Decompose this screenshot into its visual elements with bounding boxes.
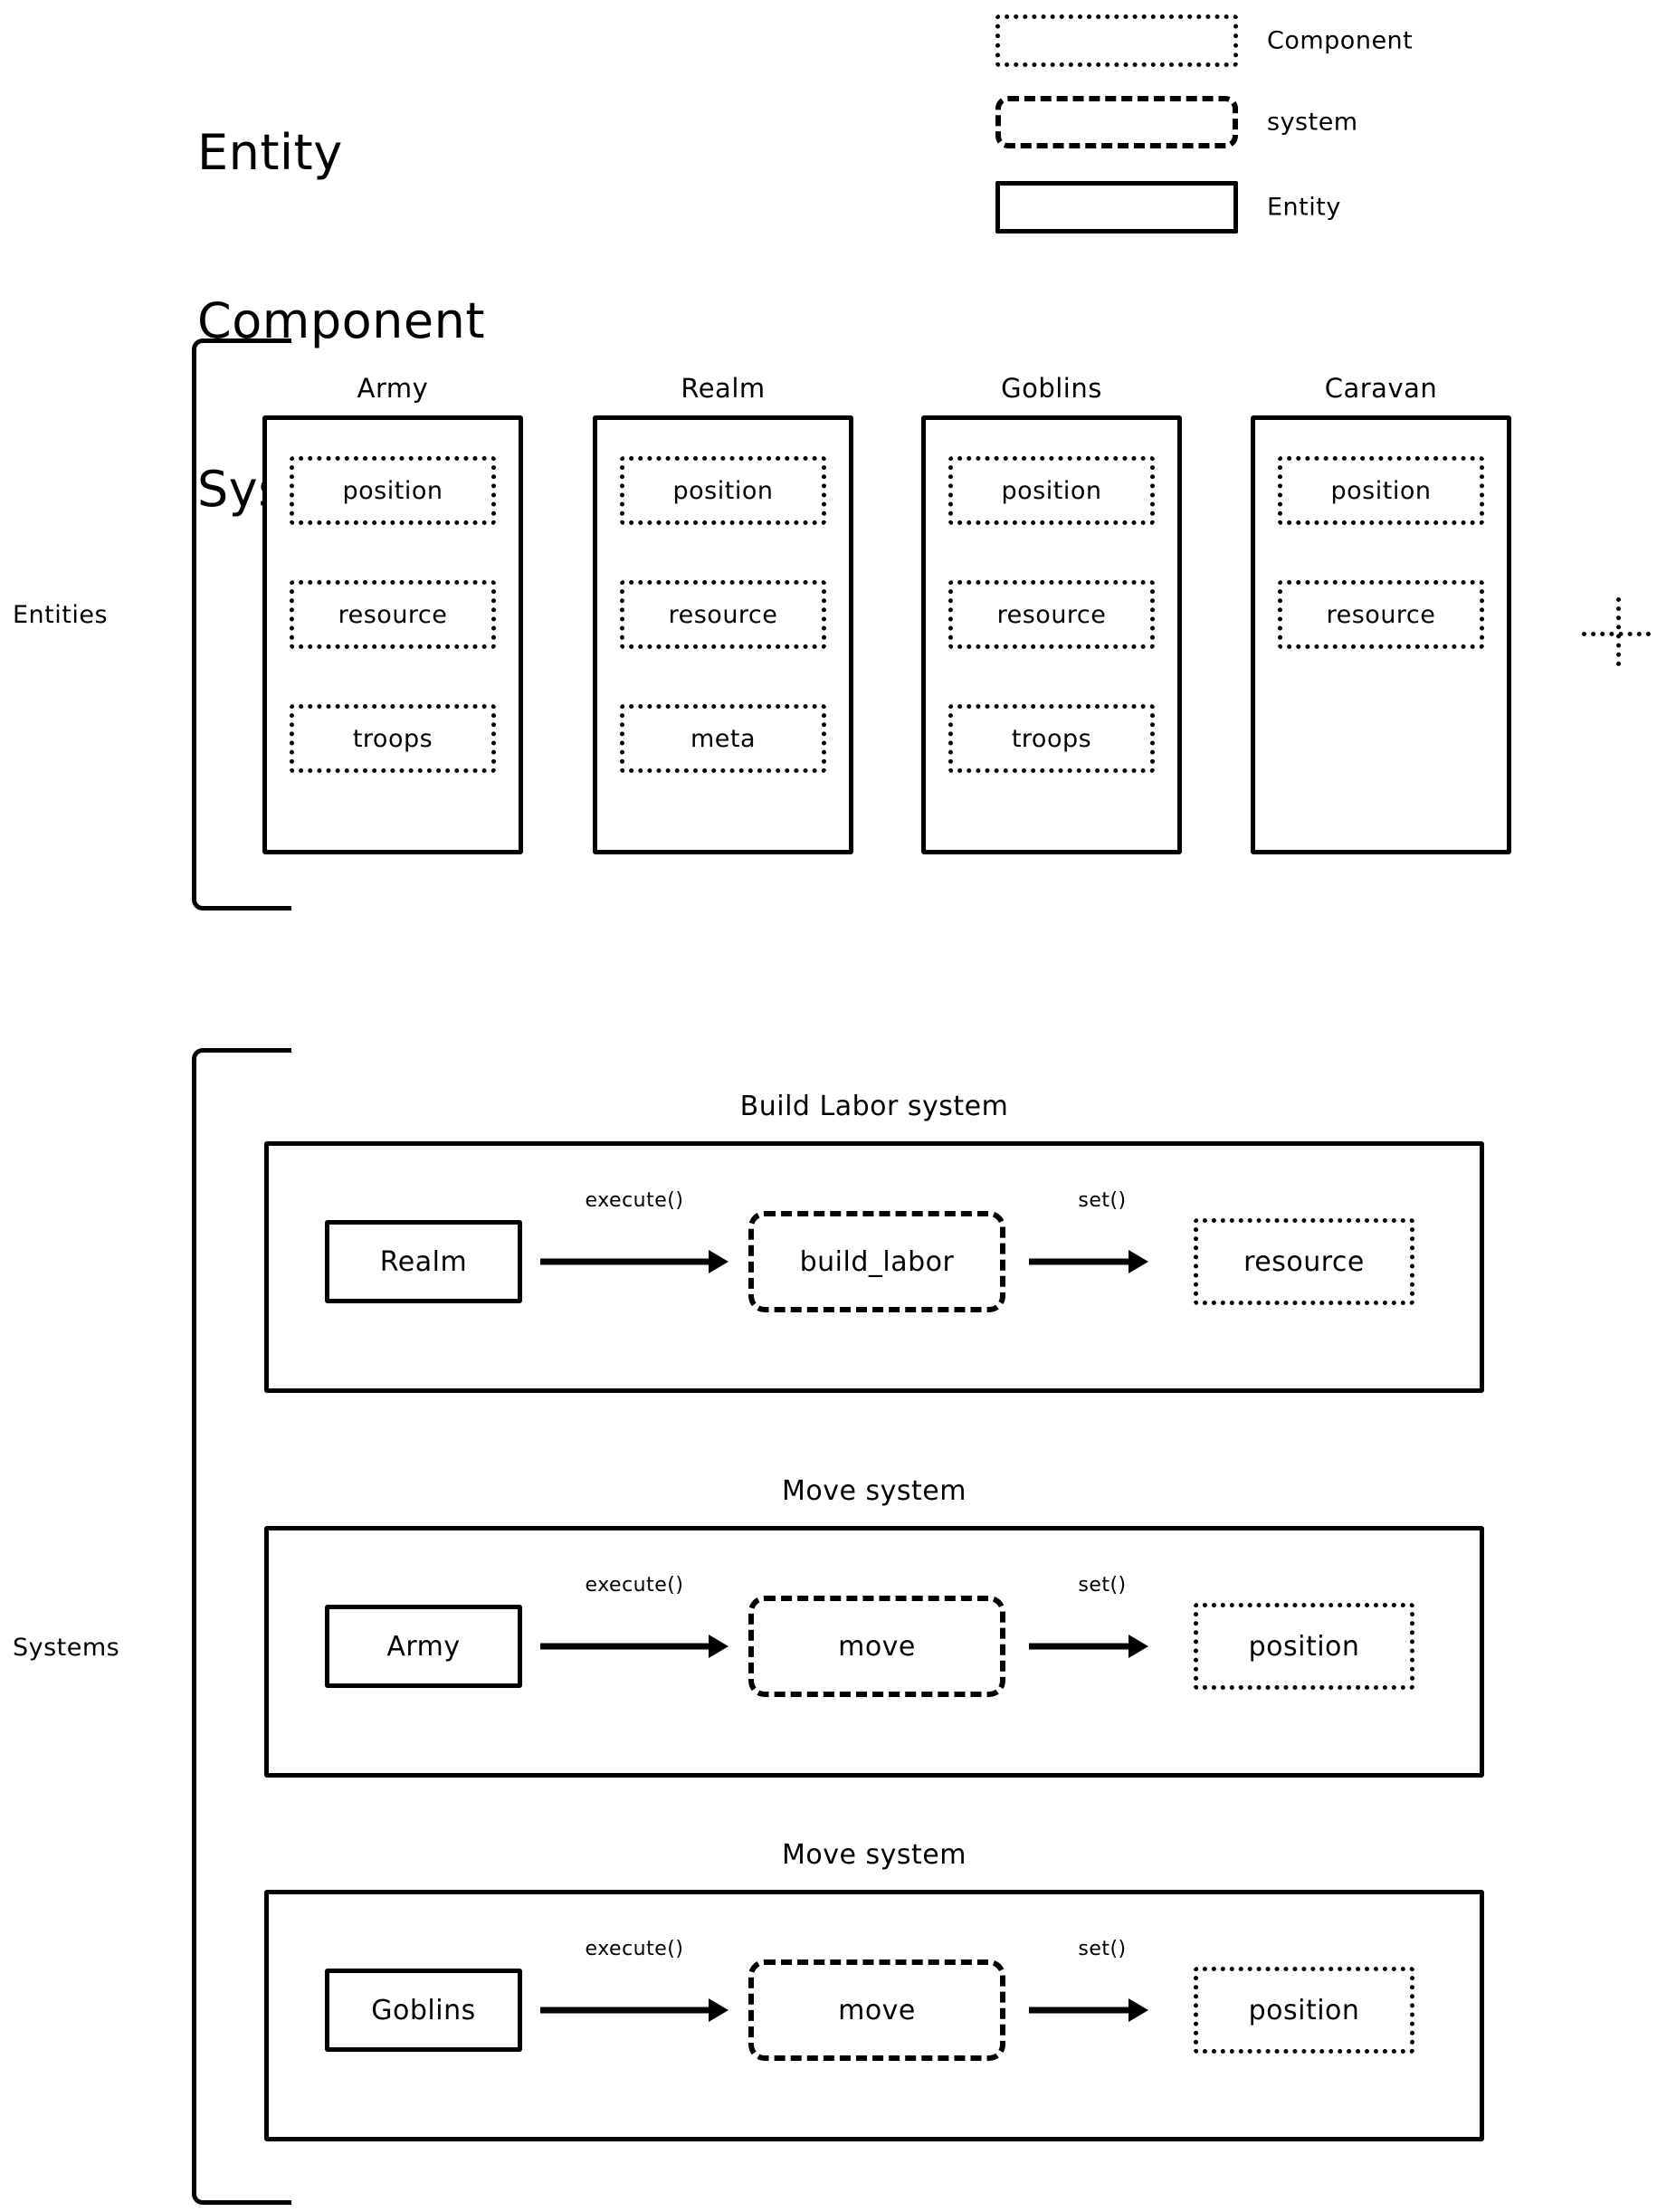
system-group-move-goblins: Move system Goblins execute() move set()…: [264, 1839, 1484, 2156]
systems-section-label: Systems: [13, 1634, 120, 1662]
arrow-shaft: [1029, 1643, 1128, 1650]
component-goblins-resource: resource: [948, 580, 1155, 649]
system-entity-goblins: Goblins: [325, 1969, 522, 2052]
system-component-position-army: position: [1194, 1603, 1414, 1690]
page-title-line-1: Entity: [197, 124, 343, 181]
legend-label-component: Component: [1267, 26, 1414, 55]
more-entities-cross-icon: [1582, 597, 1651, 666]
component-army-troops: troops: [290, 704, 496, 773]
component-army-resource: resource: [290, 580, 496, 649]
system-node-move-army: move: [748, 1596, 1005, 1697]
legend-label-entity: Entity: [1267, 193, 1341, 222]
component-realm-resource: resource: [620, 580, 826, 649]
entity-swatch-icon: [995, 181, 1238, 234]
system-group-move-army: Move system Army execute() move set() po…: [264, 1475, 1484, 1792]
arrow-shaft: [1029, 2007, 1128, 2014]
arrow-shaft: [540, 1258, 709, 1265]
arrow-label-set-move-goblins: set(): [1078, 1938, 1127, 1960]
arrow-head: [709, 1250, 729, 1273]
component-realm-position: position: [620, 456, 826, 525]
system-swatch-icon: [995, 96, 1238, 148]
legend-label-system: system: [1267, 108, 1358, 137]
arrow-shaft: [1029, 1258, 1128, 1265]
arrow-label-set-move-army: set(): [1078, 1574, 1127, 1597]
system-frame-move-army: Army execute() move set() position: [264, 1526, 1484, 1778]
component-caravan-resource: resource: [1278, 580, 1484, 649]
system-entity-realm: Realm: [325, 1220, 522, 1303]
entity-title-realm: Realm: [681, 373, 766, 404]
component-goblins-position: position: [948, 456, 1155, 525]
component-army-position: position: [290, 456, 496, 525]
entity-box-army: position resource troops: [262, 415, 523, 854]
legend-item-entity: Entity: [995, 181, 1538, 234]
system-title-move-army: Move system: [782, 1475, 967, 1507]
more-entities-cross-vertical: [1616, 597, 1621, 666]
entities-bracket: [192, 338, 291, 911]
arrow-set-build-labor: set(): [1029, 1189, 1176, 1303]
arrow-label-execute-build-labor: execute(): [585, 1189, 684, 1212]
system-frame-move-goblins: Goblins execute() move set() position: [264, 1890, 1484, 2141]
arrow-set-move-goblins: set(): [1029, 1938, 1176, 2052]
arrow-shaft: [540, 2007, 709, 2014]
legend-item-system: system: [995, 96, 1538, 148]
systems-bracket: [192, 1048, 291, 2205]
system-component-position-goblins: position: [1194, 1967, 1414, 2054]
entity-card-caravan: Caravan position resource: [1251, 373, 1511, 862]
legend-item-component: Component: [995, 14, 1538, 67]
arrow-label-execute-move-goblins: execute(): [585, 1938, 684, 1960]
system-node-build-labor: build_labor: [748, 1211, 1005, 1312]
entity-title-army: Army: [357, 373, 429, 404]
entity-card-goblins: Goblins position resource troops: [921, 373, 1182, 862]
arrow-head: [1128, 1635, 1148, 1658]
arrow-label-execute-move-army: execute(): [585, 1574, 684, 1597]
entity-card-army: Army position resource troops: [262, 373, 523, 862]
component-realm-meta: meta: [620, 704, 826, 773]
arrow-execute-move-goblins: execute(): [540, 1938, 729, 2052]
entities-section-label: Entities: [13, 601, 109, 629]
system-frame-build-labor: Realm execute() build_labor set() resour…: [264, 1141, 1484, 1393]
arrow-label-set-build-labor: set(): [1078, 1189, 1127, 1212]
arrow-head: [1128, 1250, 1148, 1273]
component-goblins-troops: troops: [948, 704, 1155, 773]
arrow-head: [709, 1998, 729, 2022]
entity-card-realm: Realm position resource meta: [593, 373, 853, 862]
arrow-execute-move-army: execute(): [540, 1574, 729, 1688]
entity-title-caravan: Caravan: [1324, 373, 1438, 404]
system-title-build-labor: Build Labor system: [739, 1091, 1009, 1122]
arrow-execute-build-labor: execute(): [540, 1189, 729, 1303]
arrow-set-move-army: set(): [1029, 1574, 1176, 1688]
system-group-build-labor: Build Labor system Realm execute() build…: [264, 1091, 1484, 1407]
entity-box-realm: position resource meta: [593, 415, 853, 854]
arrow-shaft: [540, 1643, 709, 1650]
system-component-resource: resource: [1194, 1218, 1414, 1305]
system-title-move-goblins: Move system: [782, 1839, 967, 1871]
component-swatch-icon: [995, 14, 1238, 67]
entity-title-goblins: Goblins: [1001, 373, 1102, 404]
system-node-move-goblins: move: [748, 1959, 1005, 2061]
arrow-head: [1128, 1998, 1148, 2022]
entity-box-goblins: position resource troops: [921, 415, 1182, 854]
entity-box-caravan: position resource: [1251, 415, 1511, 854]
system-entity-army: Army: [325, 1605, 522, 1688]
arrow-head: [709, 1635, 729, 1658]
component-caravan-position: position: [1278, 456, 1484, 525]
